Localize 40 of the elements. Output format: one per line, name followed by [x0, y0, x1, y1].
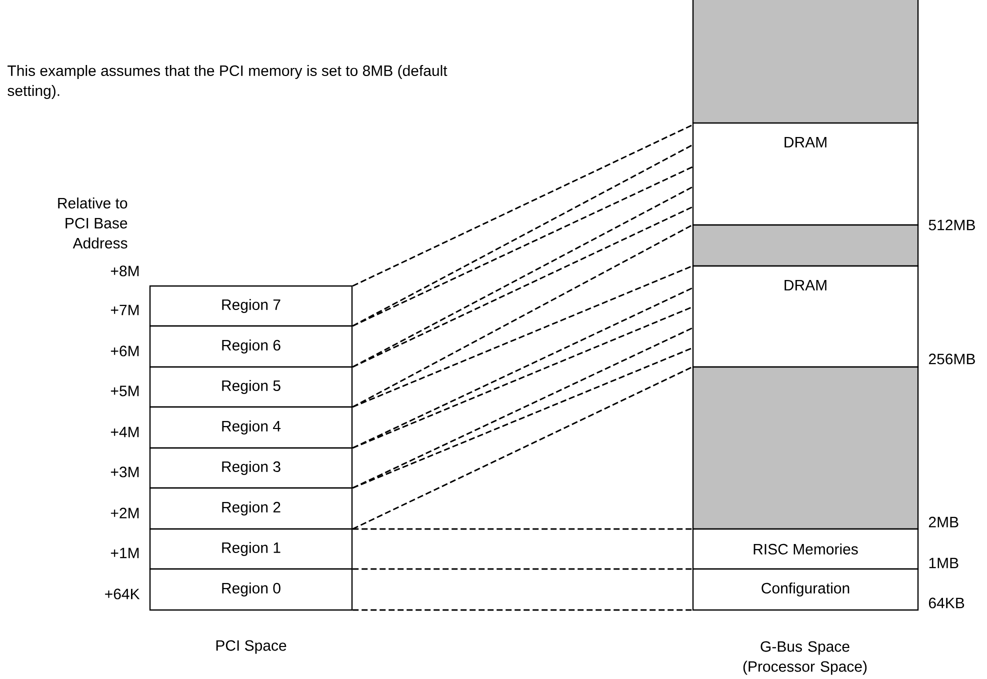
- address-label: 64KB: [928, 598, 964, 608]
- mapping-line: [352, 609, 692, 611]
- region-box: Region 4: [149, 406, 353, 449]
- region-box: Region 6: [149, 325, 353, 368]
- address-label: +8M: [110, 266, 139, 276]
- mapping-line: [352, 265, 693, 408]
- region-box: Region 2: [149, 487, 353, 530]
- memory-block: DRAM: [692, 265, 919, 368]
- region-box: Region 3: [149, 447, 353, 489]
- shaded-block: [692, 224, 919, 267]
- note: This example assumes that the PCI memory is set to 8MB (default setting).: [8, 65, 448, 99]
- address-label: +3M: [110, 466, 139, 478]
- address-label: +64K: [105, 588, 140, 600]
- region-box: Region 1: [149, 528, 353, 570]
- mapping-line: [352, 224, 693, 408]
- mapping-line: [352, 528, 692, 530]
- address-label: 1MB: [929, 558, 958, 568]
- address-label: 256MB: [928, 354, 975, 364]
- mapping-line: [352, 124, 693, 287]
- memory-block: RISC Memories: [692, 528, 919, 570]
- memory-block: Configuration: [692, 568, 919, 611]
- region-box: Region 0: [149, 568, 353, 611]
- space-label: PCI Space: [216, 640, 286, 654]
- region-box: Region 5: [149, 366, 353, 408]
- shaded-block: [692, 366, 919, 530]
- region-box: Region 7: [149, 285, 353, 327]
- address-label: +5M: [110, 386, 139, 396]
- memory-block: DRAM: [692, 122, 919, 226]
- address-label: +7M: [110, 304, 139, 316]
- shaded-block: [692, 0, 919, 124]
- address-label: +4M: [110, 426, 139, 438]
- space-label: G-Bus Space (Processor Space): [743, 641, 867, 675]
- address-label: 512MB: [928, 220, 975, 230]
- axis-heading: Relative to PCI Base Address: [58, 198, 128, 248]
- address-label: +6M: [110, 346, 139, 356]
- mapping-line: [352, 568, 692, 570]
- mapping-line: [352, 366, 693, 530]
- address-label: +1M: [110, 548, 139, 558]
- address-label: 2MB: [928, 516, 958, 528]
- address-label: +2M: [110, 508, 139, 518]
